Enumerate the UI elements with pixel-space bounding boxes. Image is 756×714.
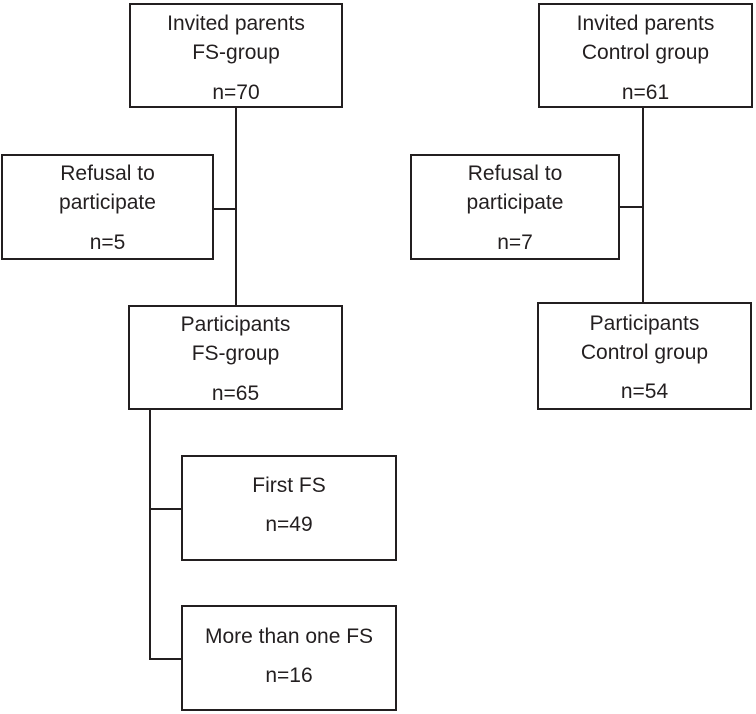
- connector-ctrl-invited-to-participants: [642, 106, 644, 304]
- ctrl-participants-line2: Control group: [580, 341, 709, 364]
- ctrl-participants-box: Participants Control group n=54: [537, 302, 752, 410]
- connector-more-fs: [149, 658, 183, 660]
- fs-participants-line2: FS-group: [191, 342, 280, 365]
- connector-ctrl-refusal: [618, 206, 643, 208]
- first-fs-line1: First FS: [252, 474, 326, 497]
- ctrl-refusal-line1: Refusal to: [467, 162, 563, 185]
- fs-invited-line1: Invited parents: [167, 12, 305, 35]
- connector-fs-participants-to-subgroups: [149, 408, 151, 660]
- connector-first-fs: [149, 508, 183, 510]
- more-fs-line1: More than one FS: [204, 625, 374, 648]
- ctrl-invited-box: Invited parents Control group n=61: [538, 3, 753, 108]
- more-fs-n: n=16: [265, 664, 313, 687]
- fs-invited-box: Invited parents FS-group n=70: [129, 3, 343, 108]
- fs-participants-box: Participants FS-group n=65: [128, 305, 343, 410]
- first-fs-box: First FS n=49: [181, 455, 397, 561]
- connector-fs-refusal: [212, 208, 236, 210]
- first-fs-n: n=49: [265, 513, 313, 536]
- fs-refusal-n: n=5: [89, 231, 126, 254]
- fs-refusal-line1: Refusal to: [60, 162, 155, 185]
- fs-participants-n: n=65: [211, 382, 260, 405]
- ctrl-invited-line2: Control group: [581, 41, 710, 64]
- fs-invited-line2: FS-group: [192, 41, 280, 64]
- ctrl-participants-n: n=54: [620, 380, 669, 403]
- more-fs-box: More than one FS n=16: [181, 605, 397, 711]
- ctrl-participants-line1: Participants: [589, 312, 700, 335]
- fs-refusal-line2: participate: [59, 191, 156, 214]
- ctrl-refusal-box: Refusal to participate n=7: [410, 154, 620, 260]
- ctrl-invited-line1: Invited parents: [576, 12, 715, 35]
- fs-refusal-box: Refusal to participate n=5: [1, 154, 214, 260]
- fs-participants-line1: Participants: [180, 313, 291, 336]
- connector-fs-invited-to-participants: [235, 106, 237, 308]
- ctrl-refusal-n: n=7: [497, 231, 533, 254]
- ctrl-invited-n: n=61: [621, 81, 670, 104]
- ctrl-refusal-line2: participate: [466, 191, 564, 214]
- fs-invited-n: n=70: [212, 81, 260, 104]
